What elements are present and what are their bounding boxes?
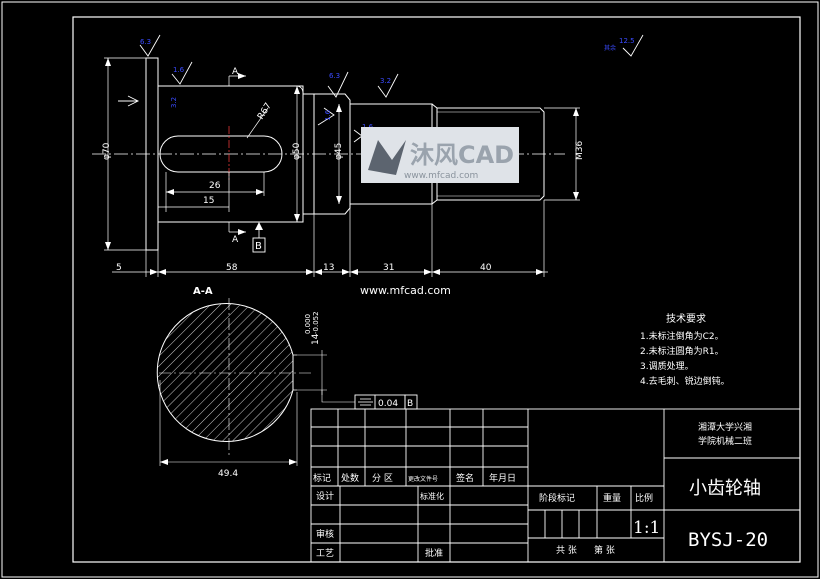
tb-std: 标准化: [420, 491, 444, 501]
svg-text:0.04: 0.04: [378, 399, 398, 409]
tb-date: 年月日: [489, 472, 516, 484]
tb-approve: 批准: [425, 547, 443, 559]
datum-b: B: [252, 222, 266, 253]
section-title: A-A: [193, 286, 213, 297]
tb-process: 工艺: [316, 548, 334, 559]
tech-req-title: 技术要求: [666, 312, 706, 325]
symmetry-tolerance-frame: 0.04 B: [354, 394, 418, 410]
tb-total: 共 张: [556, 545, 577, 556]
tb-stage: 阶段标记: [539, 492, 575, 504]
dim-phi50: φ50: [292, 142, 302, 160]
roughness-2: 1.6: [173, 66, 185, 74]
dim-phi45: φ45: [334, 143, 344, 160]
title-block-grid: [310, 408, 801, 563]
cut-label-bottom: A: [232, 235, 239, 245]
tb-check: 审核: [316, 528, 334, 540]
tech-req-item: 4.去毛刺、锐边倒钝。: [640, 375, 730, 387]
tb-mark: 标记: [313, 472, 331, 484]
tb-sheet: 第 张: [594, 544, 615, 556]
svg-text:B: B: [255, 241, 262, 252]
tb-zone: 分 区: [372, 473, 393, 484]
tech-req-item: 2.未标注圆角为R1。: [640, 345, 724, 357]
tb-drawing-no: BYSJ-20: [688, 529, 768, 551]
dim-5: 5: [116, 263, 122, 273]
roughness-5: 6.3: [329, 72, 340, 80]
roughness-4: 1.6: [324, 109, 332, 121]
dim-phi70: φ70: [102, 142, 112, 160]
tb-sign: 签名: [456, 472, 474, 484]
roughness-rest-value: 12.5: [619, 37, 635, 45]
dim-lines: [104, 57, 580, 277]
tech-req-item: 1.未标注倒角为C2。: [640, 330, 724, 342]
tb-school-2: 学院机械二班: [698, 435, 752, 447]
sec-dim-width: 49.4: [218, 469, 238, 479]
tb-weight: 重量: [603, 492, 621, 504]
tb-design: 设计: [316, 490, 334, 502]
tb-count: 处数: [341, 472, 359, 484]
roughness-1: 6.3: [140, 38, 151, 46]
tol-upper: 0.000: [304, 314, 312, 334]
tb-docno: 更改文件号: [408, 475, 438, 483]
dim-58: 58: [226, 263, 238, 273]
dim-arrows: [105, 58, 579, 275]
cut-label-top: A: [232, 67, 239, 77]
dim-r67: R67: [256, 101, 274, 121]
dim-40: 40: [480, 263, 492, 273]
tech-req-item: 3.调质处理。: [640, 360, 694, 372]
tech-requirements: 技术要求 1.未标注倒角为C2。 2.未标注圆角为R1。 3.调质处理。 4.去…: [640, 312, 730, 387]
watermark: 沐风CAD www.mfcad.com: [361, 127, 519, 183]
section-aa: [156, 298, 355, 466]
dim-15: 15: [203, 196, 214, 206]
tb-scale-label: 比例: [635, 492, 653, 504]
svg-text:B: B: [407, 399, 413, 409]
dim-13: 13: [323, 263, 334, 273]
tb-part-name: 小齿轮轴: [689, 478, 761, 499]
svg-text:沐风CAD: 沐风CAD: [410, 141, 514, 169]
dim-31: 31: [383, 263, 394, 273]
roughness-rest-label: 其余: [604, 44, 616, 52]
roughness-3: 3.2: [170, 97, 178, 108]
roughness-6: 3.2: [380, 77, 391, 85]
roughness-symbols: [118, 34, 644, 143]
dim-m36: M36: [575, 141, 585, 160]
tb-scale-value: 1:1: [633, 518, 660, 538]
watermark-url: www.mfcad.com: [360, 284, 451, 297]
sec-dim-depth: 14: [311, 333, 321, 345]
svg-text:www.mfcad.com: www.mfcad.com: [404, 171, 478, 181]
tol-lower: -0.052: [312, 311, 320, 334]
dim-26: 26: [209, 181, 221, 191]
tb-school-1: 湘潭大学兴湘: [698, 421, 752, 433]
